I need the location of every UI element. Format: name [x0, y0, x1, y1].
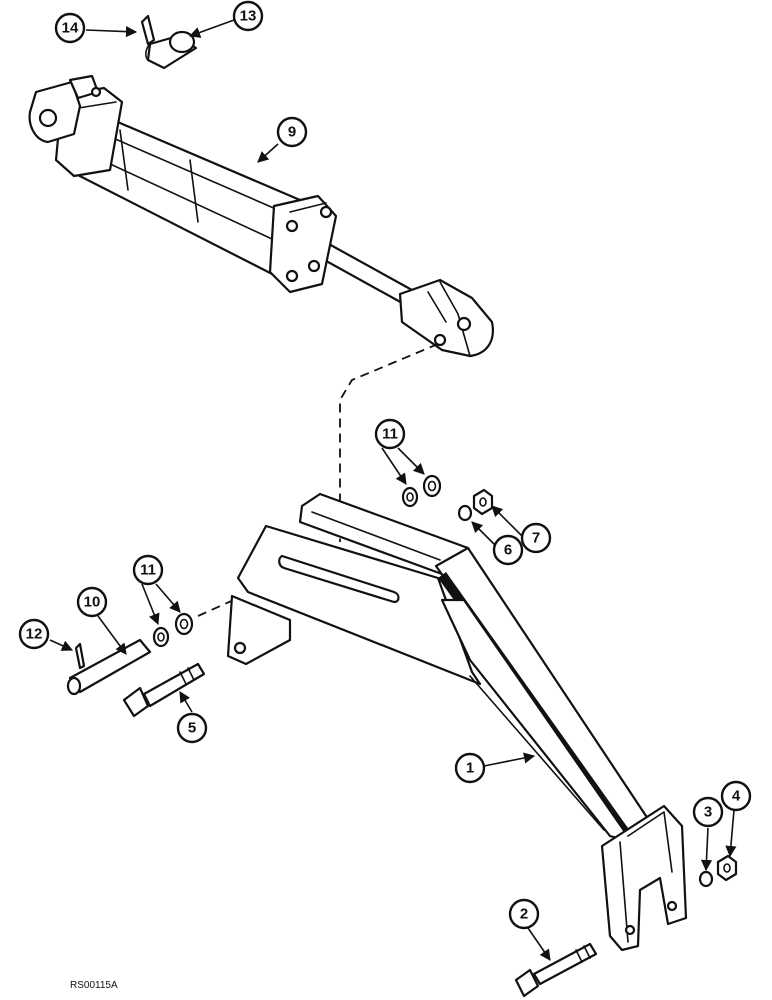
- lock-washer-6: [457, 504, 473, 522]
- assembly-line-cylinder-to-frame: [339, 343, 439, 542]
- callout-label-9: 9: [288, 124, 296, 141]
- callout-label-14: 14: [62, 20, 79, 37]
- callout-label-13: 13: [240, 8, 257, 25]
- callout-4: 4: [720, 780, 752, 812]
- callout-label-12: 12: [26, 626, 43, 643]
- callout-3: 3: [692, 796, 724, 828]
- lock-washer-3: [698, 870, 714, 888]
- callout-5: 5: [176, 712, 208, 744]
- callout-leaders: [49, 19, 737, 961]
- clevis-pin-13: [145, 30, 198, 70]
- callout-label-11-upper: 11: [382, 426, 398, 443]
- nut-7: [472, 488, 494, 516]
- callout-7: 7: [520, 522, 552, 554]
- cotter-pin-12: [74, 642, 86, 670]
- callout-label-11-lower: 11: [140, 562, 156, 579]
- washer-pair-upper: [401, 474, 442, 508]
- washer-pair-lower: [152, 612, 194, 648]
- callout-10: 10: [76, 586, 108, 618]
- callout-label-1: 1: [466, 760, 474, 777]
- callout-12: 12: [18, 618, 50, 650]
- bolt-2: [514, 942, 598, 998]
- callout-14: 14: [54, 12, 86, 44]
- callout-6: 6: [492, 534, 524, 566]
- bolt-5: [122, 662, 206, 718]
- callout-label-7: 7: [532, 530, 540, 547]
- callout-label-5: 5: [188, 720, 196, 737]
- callout-label-3: 3: [704, 804, 712, 821]
- callout-9: 9: [276, 116, 308, 148]
- cotter-pin-14: [140, 14, 156, 46]
- nut-4: [716, 854, 738, 882]
- callout-13: 13: [232, 0, 264, 32]
- callout-2: 2: [508, 898, 540, 930]
- callout-label-6: 6: [504, 542, 512, 559]
- callout-label-4: 4: [732, 788, 741, 805]
- hydraulic-cylinder: [28, 74, 494, 358]
- drawing-id: RS00115A: [70, 980, 118, 991]
- callout-label-2: 2: [520, 906, 528, 923]
- callout-11-lower: 11: [132, 554, 164, 586]
- callout-1: 1: [454, 752, 486, 784]
- frame-mast: [226, 492, 688, 952]
- callout-label-10: 10: [84, 594, 101, 611]
- callout-11-upper: 11: [374, 418, 406, 450]
